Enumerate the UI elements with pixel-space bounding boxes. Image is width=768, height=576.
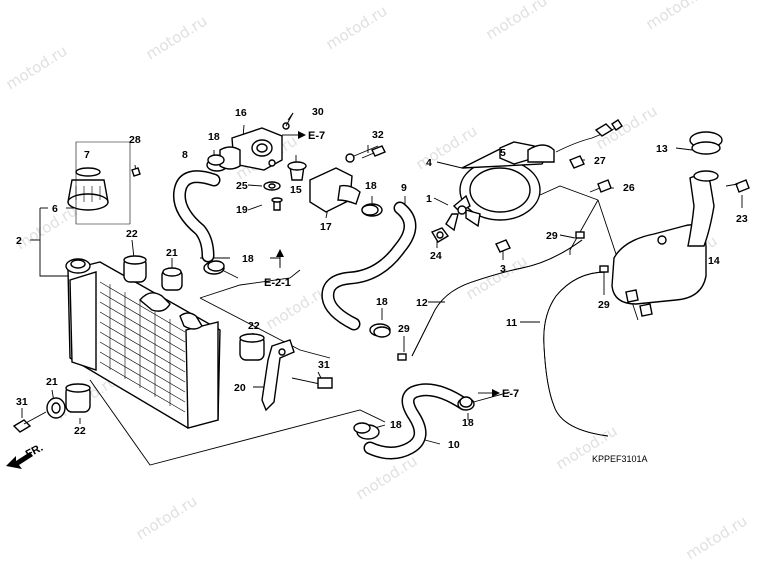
callout-24: 24 bbox=[430, 250, 442, 262]
callout-18: 18 bbox=[376, 296, 388, 308]
callout-8: 8 bbox=[182, 149, 188, 161]
bolt bbox=[725, 179, 750, 193]
callout-21: 21 bbox=[166, 247, 178, 259]
callout-17: 17 bbox=[320, 221, 332, 233]
hose-upper bbox=[172, 158, 228, 275]
callouts: 30 16 28 18 32 7 8 5 13 4 27 25 15 18 9 … bbox=[16, 106, 748, 451]
watermark-text: motod.ru bbox=[683, 512, 751, 564]
clip bbox=[495, 239, 511, 253]
thermostat bbox=[263, 161, 307, 211]
callout-18: 18 bbox=[462, 417, 474, 429]
callout-3: 3 bbox=[500, 263, 506, 275]
watermark-text: motod.ru bbox=[553, 422, 621, 474]
callout-27: 27 bbox=[594, 155, 606, 167]
callout-28: 28 bbox=[129, 134, 141, 146]
small-clamps bbox=[397, 231, 609, 361]
radiator-cap bbox=[67, 141, 131, 225]
bracket bbox=[261, 339, 333, 412]
fan-motor bbox=[459, 119, 623, 221]
callout-6: 6 bbox=[52, 203, 58, 215]
callout-11: 11 bbox=[506, 317, 517, 329]
callout-32: 32 bbox=[372, 129, 384, 141]
cross-references: E-7 E-2-1 E-7 bbox=[264, 130, 519, 400]
callout-14: 14 bbox=[708, 255, 720, 267]
hose-breather bbox=[543, 271, 609, 437]
watermark-text: motod.ru bbox=[133, 492, 201, 544]
callout-7: 7 bbox=[84, 149, 90, 161]
callout-12: 12 bbox=[416, 297, 428, 309]
callout-2: 2 bbox=[16, 235, 22, 247]
diagram-code: KPPEF3101A bbox=[592, 454, 648, 464]
front-label: FR. bbox=[24, 442, 45, 461]
callout-25: 25 bbox=[236, 180, 248, 192]
callout-18: 18 bbox=[242, 253, 254, 265]
callout-16: 16 bbox=[235, 107, 247, 119]
hose-overflow bbox=[411, 239, 583, 357]
callout-22: 22 bbox=[248, 320, 260, 332]
ref-e7-top: E-7 bbox=[308, 130, 325, 142]
radiator bbox=[65, 258, 221, 429]
hose-clamps bbox=[207, 154, 473, 434]
thermostat-housing bbox=[219, 112, 294, 171]
screw bbox=[131, 167, 141, 177]
thermostat-cover bbox=[309, 145, 379, 213]
reserve-tank bbox=[611, 131, 723, 317]
callout-20: 20 bbox=[234, 382, 246, 394]
callout-13: 13 bbox=[656, 143, 668, 155]
callout-15: 15 bbox=[290, 184, 302, 196]
mounts bbox=[12, 255, 265, 433]
watermark-text: motod.ru bbox=[643, 0, 711, 33]
callout-18: 18 bbox=[390, 419, 402, 431]
callout-5: 5 bbox=[500, 147, 506, 159]
callout-23: 23 bbox=[736, 213, 748, 225]
watermark-text: motod.ru bbox=[323, 2, 391, 54]
watermark-text: motod.ru bbox=[463, 252, 531, 304]
callout-18: 18 bbox=[208, 131, 220, 143]
callout-31: 31 bbox=[16, 396, 28, 408]
watermark-text: motod.ru bbox=[143, 12, 211, 64]
radiator-core bbox=[99, 281, 186, 413]
callout-26: 26 bbox=[623, 182, 635, 194]
callout-31: 31 bbox=[318, 359, 330, 371]
callout-22: 22 bbox=[126, 228, 138, 240]
callout-9: 9 bbox=[401, 182, 407, 194]
bolt bbox=[361, 145, 386, 159]
callout-19: 19 bbox=[236, 204, 248, 216]
watermark-text: motod.ru bbox=[353, 452, 421, 504]
bolt bbox=[589, 179, 612, 193]
callout-21: 21 bbox=[46, 376, 58, 388]
callout-4: 4 bbox=[426, 157, 432, 169]
watermark-text: motod.ru bbox=[13, 202, 81, 254]
callout-1: 1 bbox=[426, 193, 432, 205]
nut bbox=[430, 227, 450, 243]
callout-29: 29 bbox=[398, 323, 410, 335]
fan-blade bbox=[445, 194, 481, 232]
callout-30: 30 bbox=[312, 106, 324, 118]
hose-middle bbox=[321, 201, 417, 337]
watermark-text: motod.ru bbox=[263, 282, 331, 334]
callout-22: 22 bbox=[74, 425, 86, 437]
callout-18: 18 bbox=[365, 180, 377, 192]
front-arrow: FR. bbox=[6, 442, 45, 469]
callout-29: 29 bbox=[598, 299, 610, 311]
ref-e2-1: E-2-1 bbox=[264, 277, 291, 289]
ref-e7-bottom: E-7 bbox=[502, 388, 519, 400]
watermark-text: motod.ru bbox=[3, 42, 71, 94]
watermark-text: motod.ru bbox=[483, 0, 551, 43]
callout-10: 10 bbox=[448, 439, 460, 451]
callout-29: 29 bbox=[546, 230, 558, 242]
